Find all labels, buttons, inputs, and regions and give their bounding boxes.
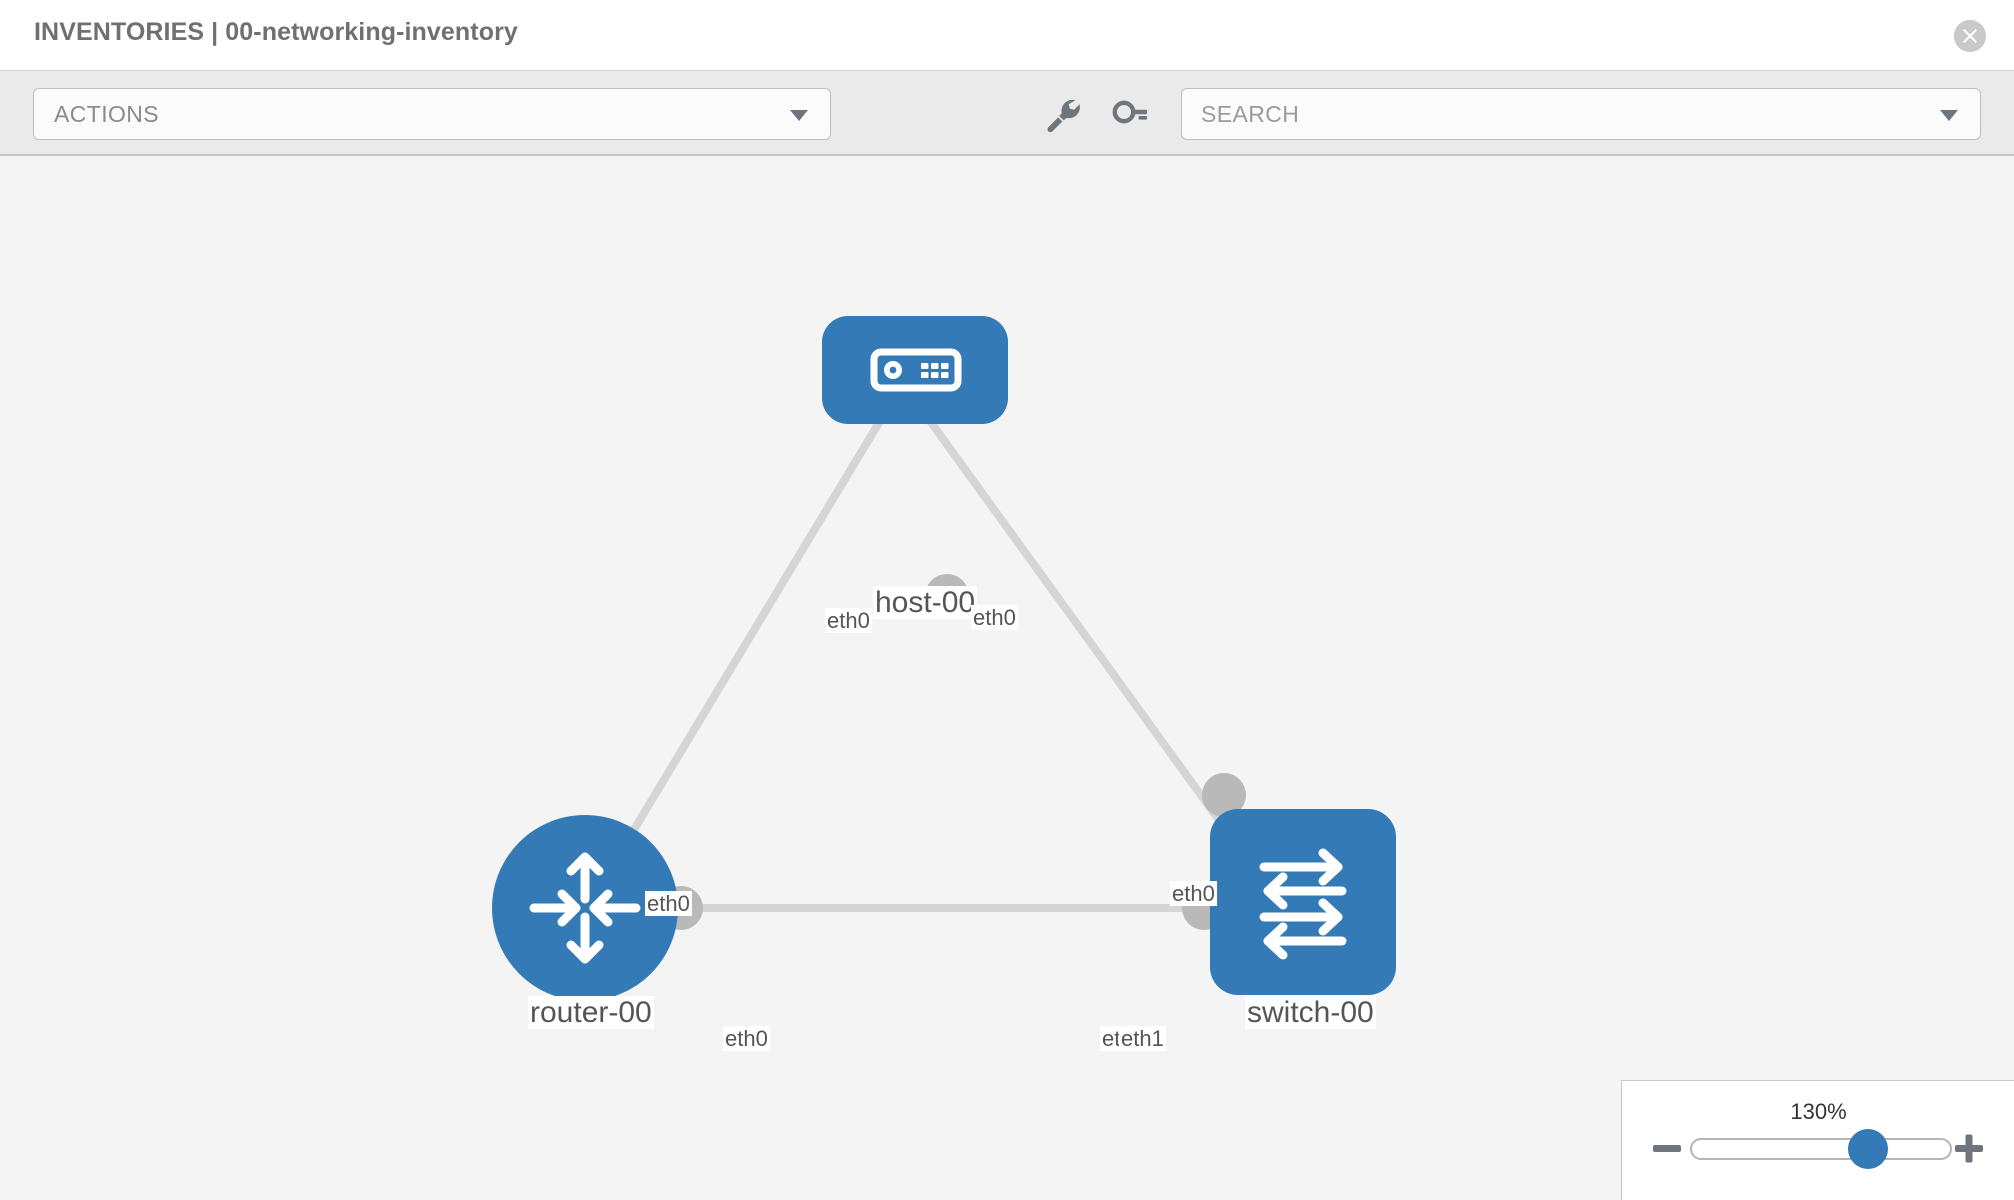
- edge-host-router: [596, 417, 884, 890]
- zoom-percent-label: 130%: [1790, 1099, 1847, 1124]
- topology-canvas[interactable]: host-00: [0, 156, 2014, 1200]
- node-switch-00[interactable]: [1210, 809, 1396, 995]
- minus-icon[interactable]: [1650, 1131, 1684, 1165]
- close-icon[interactable]: [1954, 20, 1986, 52]
- page-title: INVENTORIES | 00-networking-inventory: [34, 18, 518, 46]
- link-label-router-host: eth0: [645, 891, 692, 917]
- link-label-host-router-near: eth0: [825, 608, 872, 634]
- node-switch-00-label: switch-00: [1245, 996, 1376, 1029]
- chevron-down-icon[interactable]: [1940, 110, 1958, 121]
- search-input[interactable]: SEARCH: [1181, 88, 1981, 140]
- actions-dropdown-label: ACTIONS: [54, 101, 160, 127]
- search-placeholder: SEARCH: [1201, 101, 1300, 127]
- node-host-00[interactable]: [822, 316, 1008, 424]
- wrench-icon[interactable]: [1044, 97, 1084, 133]
- server-icon: [822, 316, 1008, 424]
- switch-icon: [1210, 809, 1396, 995]
- node-router-00-label: router-00: [528, 996, 654, 1029]
- link-label-switch-host: eth0: [1170, 881, 1217, 907]
- node-host-00-label: host-00: [873, 586, 978, 619]
- page-header: INVENTORIES | 00-networking-inventory: [0, 0, 2014, 70]
- edge-host-switch: [926, 417, 1249, 860]
- actions-dropdown[interactable]: ACTIONS: [33, 88, 831, 140]
- link-label-router-switch-target: eth1: [1119, 1026, 1166, 1052]
- toolbar: ACTIONS SEARCH: [0, 70, 2014, 156]
- zoom-control-panel: 130%: [1621, 1080, 2014, 1200]
- router-icon: [492, 815, 678, 1001]
- plus-icon[interactable]: [1952, 1131, 1986, 1165]
- node-switch-00-shape: [1210, 809, 1396, 995]
- zoom-slider-track[interactable]: [1690, 1138, 1952, 1160]
- topology-edges: [596, 417, 1249, 912]
- topology-graph: host-00: [0, 156, 2014, 1200]
- zoom-slider-thumb[interactable]: [1848, 1129, 1888, 1169]
- link-label-host-switch-near: eth0: [971, 605, 1018, 631]
- chevron-down-icon: [790, 110, 808, 121]
- link-label-router-switch-source: eth0: [723, 1026, 770, 1052]
- key-icon[interactable]: [1110, 97, 1150, 133]
- node-host-00-shape: [822, 316, 1008, 424]
